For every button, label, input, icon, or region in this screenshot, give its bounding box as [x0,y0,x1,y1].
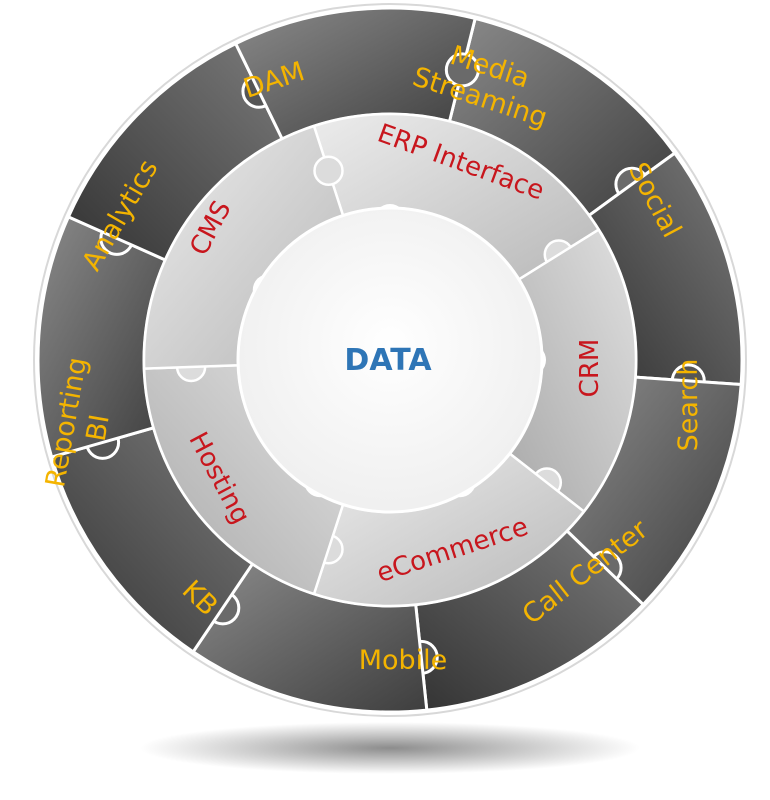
outer-ring [36,6,744,714]
outer-label-line: BI [81,412,116,443]
outer-label-search: Search [673,359,704,452]
outer-label-mobile: Mobile [359,645,448,676]
puzzle-knob [444,52,480,88]
outer-label-line: Search [673,359,704,452]
inner-ring [142,112,638,608]
outer-label-line: Mobile [359,645,448,676]
inner-label-crm: CRM [575,339,605,398]
center-circle [236,206,544,514]
center-label: DATA [344,343,432,378]
diagram-shadow [140,722,640,774]
puzzle-knob [313,155,344,186]
